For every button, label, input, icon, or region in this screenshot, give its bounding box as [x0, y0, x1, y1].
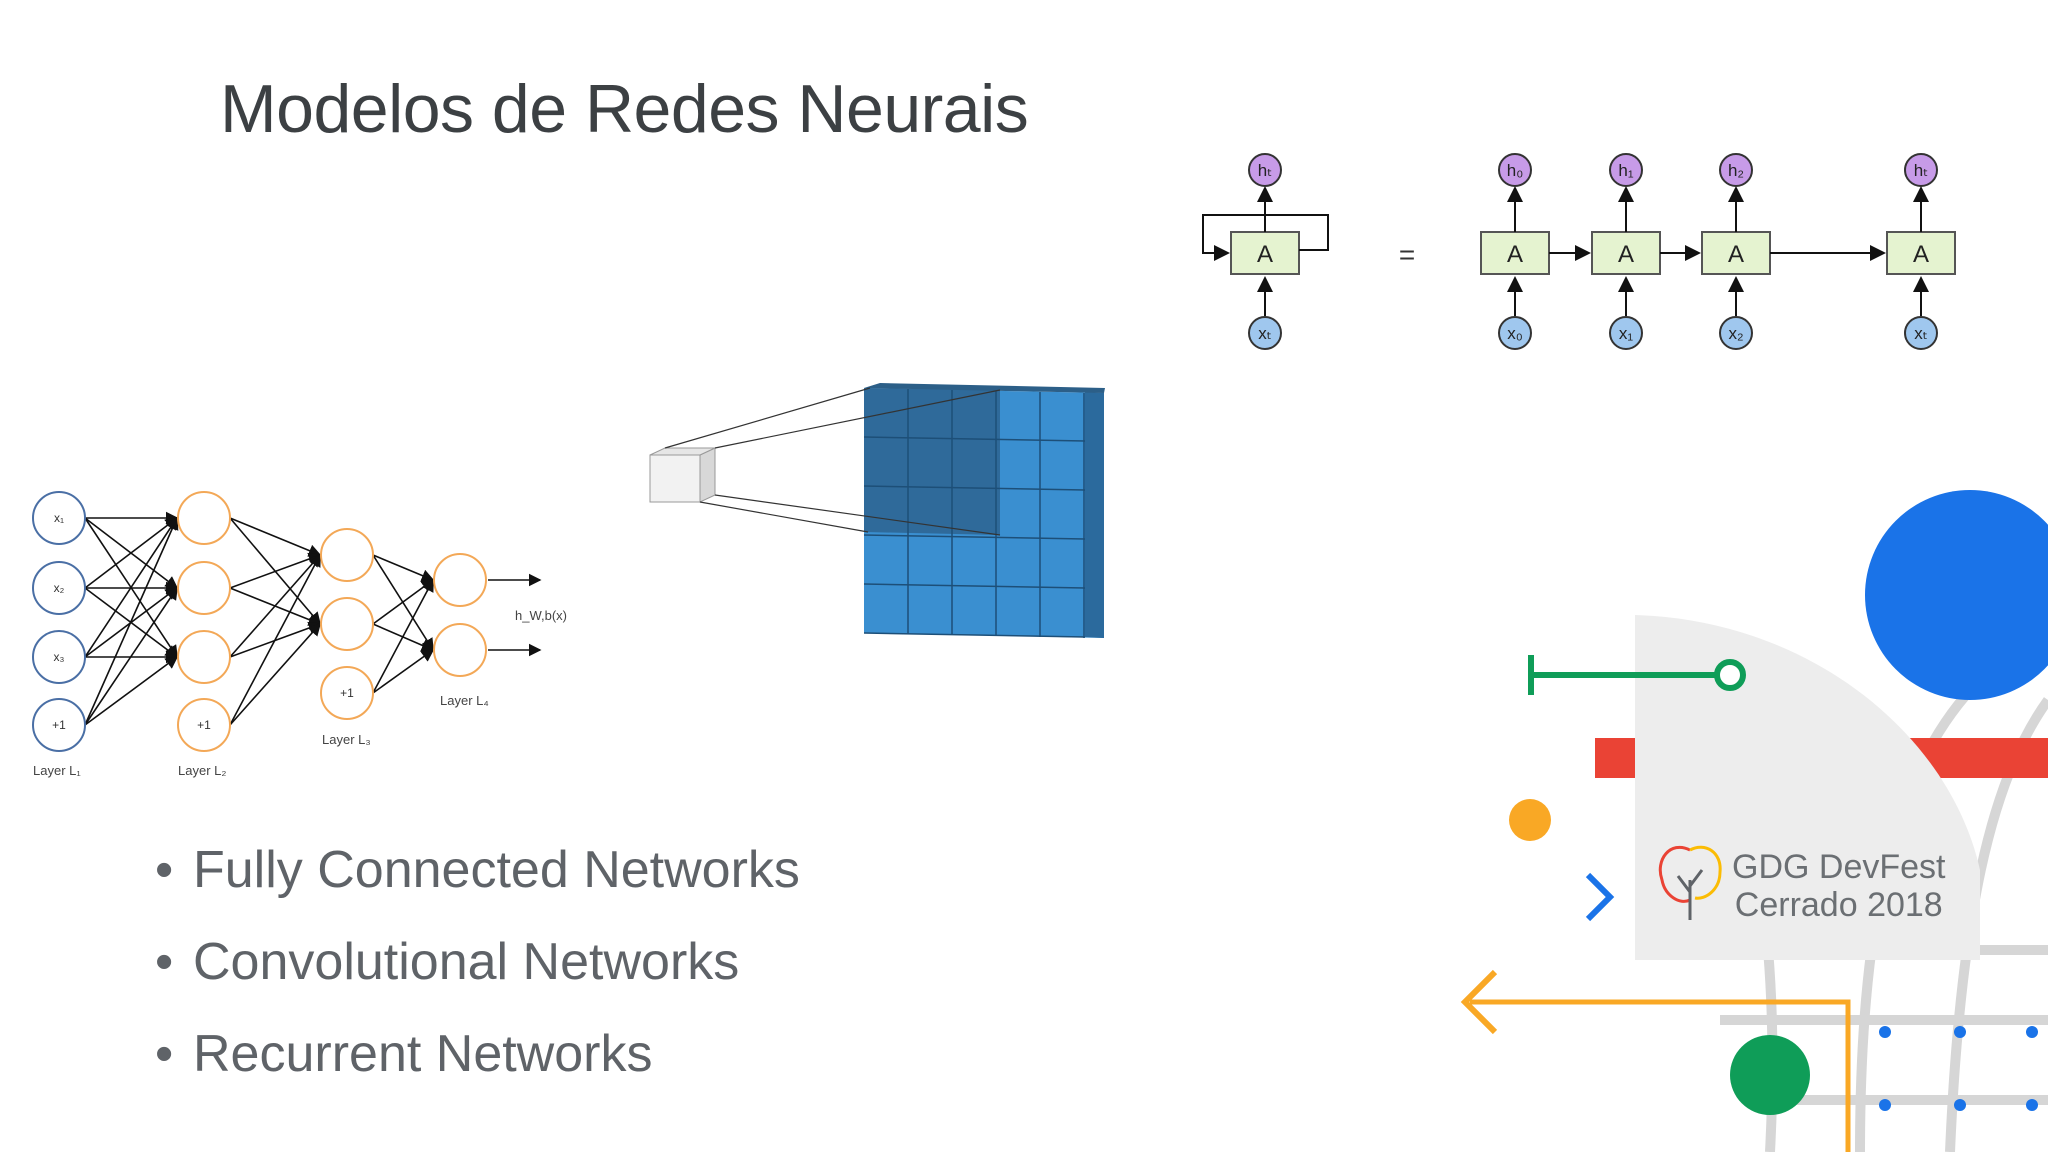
input-node-label: x₂ [54, 581, 65, 595]
fc-edge [229, 517, 322, 557]
rnn-h-node [1904, 153, 1938, 187]
layer-label: Layer L₄ [440, 693, 489, 708]
fc-edge [229, 553, 322, 658]
input-node-label: x₁ [54, 511, 64, 525]
branding-line1: GDG DevFest [1732, 848, 1946, 886]
fc-edge [372, 578, 434, 694]
input-node [32, 630, 86, 684]
fc-edge [84, 656, 179, 726]
layer-label: Layer L₃ [322, 732, 371, 747]
projection-lines [664, 387, 1001, 536]
rnn-folded: A hₜ xₜ [1202, 153, 1329, 350]
fc-edge [229, 622, 322, 726]
bullet-dot: • [155, 933, 174, 991]
bullet-dot: • [155, 1025, 174, 1083]
rnn-x-node [1904, 316, 1938, 350]
yellow-dot [1509, 799, 1551, 841]
chevron-icon [1585, 872, 1615, 922]
rnn-cell-label: A [1618, 241, 1634, 268]
rnn-cell-label: A [1913, 241, 1929, 268]
output-label: h_W,b(x) [515, 608, 567, 623]
bullet-item: • Convolutional Networks [155, 922, 800, 1014]
hidden-layer-2 [177, 491, 231, 752]
gdg-logo-icon [1658, 845, 1722, 920]
conv-block [863, 383, 1105, 638]
conv-grid-line [863, 485, 1086, 491]
input-bias-node [32, 698, 86, 752]
bullet-list: • Fully Connected Networks • Convolutional… [155, 830, 800, 1106]
rnn-x-label: x₀ [1507, 324, 1523, 343]
bullet-item: • Fully Connected Networks [155, 830, 800, 922]
layer-label: Layer L₂ [178, 763, 226, 778]
blue-dots [1879, 1026, 2038, 1111]
blue-circle [1865, 490, 2048, 700]
branding-line2: Cerrado 2018 [1734, 886, 1943, 924]
fc-edge [372, 554, 435, 582]
rnn-cell [1886, 231, 1956, 275]
rnn-h-node [1498, 153, 1532, 187]
fc-edge [84, 516, 179, 726]
rnn-cell [1701, 231, 1771, 275]
branding: GDG DevFest Cerrado 2018 [1732, 848, 1945, 924]
fc-edge [229, 553, 321, 726]
decorative-art [1460, 490, 2048, 1152]
output-layer [433, 553, 487, 677]
layer3-bias-label: +1 [340, 686, 354, 700]
rnn-diagram: A hₜ xₜ = Ah₀ x₀ Ah₁ x₁ Ah₂ x₂ Ahₜ xₜ [1202, 153, 1956, 350]
fc-edge [372, 649, 435, 694]
rnn-cell-label: A [1257, 241, 1273, 268]
rnn-x-label: x₂ [1728, 324, 1743, 343]
bullet-item: • Recurrent Networks [155, 1014, 800, 1106]
fc-edge [84, 586, 178, 726]
input-layer: x₁ x₂ x₃ +1 [32, 491, 86, 752]
rnn-h-label: hₜ [1258, 161, 1272, 180]
convolution-diagram [649, 383, 1105, 638]
fc-edge [372, 579, 435, 625]
rnn-cell-label: A [1507, 241, 1523, 268]
conv-grid-line [863, 632, 1086, 638]
rnn-h-label: hₜ [1914, 161, 1928, 180]
layer2-bias-label: +1 [197, 718, 211, 732]
rnn-x-node [1609, 316, 1643, 350]
input-node-label: x₃ [54, 650, 65, 664]
rnn-x-label: xₜ [1258, 324, 1272, 343]
rnn-unrolled: Ah₀ x₀ Ah₁ x₁ Ah₂ x₂ Ahₜ xₜ [1480, 153, 1956, 350]
input-node [32, 491, 86, 545]
bullet-dot: • [155, 841, 174, 899]
rnn-cell-label: A [1728, 241, 1744, 268]
fc-edge [84, 516, 178, 658]
green-circle [1730, 1035, 1810, 1115]
conv-grid-line [863, 583, 1086, 589]
fc-edges [84, 511, 435, 726]
conv-grid-line [863, 436, 1086, 442]
rnn-x-node [1498, 316, 1532, 350]
rnn-h-node [1609, 153, 1643, 187]
layer-label: Layer L₁ [33, 763, 81, 778]
fc-edge [229, 552, 322, 589]
rnn-x-label: xₜ [1914, 324, 1928, 343]
rnn-h-label: h₁ [1618, 161, 1633, 180]
bullet-text: Recurrent Networks [193, 1025, 653, 1083]
rnn-x-node [1719, 316, 1753, 350]
rnn-h-node [1719, 153, 1753, 187]
conv-grid-line [863, 534, 1086, 540]
rnn-h-label: h₂ [1728, 161, 1744, 180]
rnn-h-label: h₀ [1507, 161, 1524, 180]
bullet-text: Convolutional Networks [193, 933, 740, 991]
slide-title: Modelos de Redes Neurais [220, 71, 1029, 147]
hidden-layer-3 [320, 528, 374, 720]
rnn-equals: = [1399, 239, 1415, 270]
yellow-arrow [1470, 999, 1851, 1152]
input-node-label: +1 [52, 718, 66, 732]
rnn-x-label: x₁ [1619, 324, 1634, 343]
conv-kernel [649, 447, 716, 503]
input-node [32, 561, 86, 615]
bullet-text: Fully Connected Networks [193, 841, 800, 899]
fc-network-diagram: x₁ x₂ x₃ +1 +1 +1 h_W,b(x) Layer L₁ Laye… [32, 491, 567, 778]
fc-edge [84, 517, 179, 589]
